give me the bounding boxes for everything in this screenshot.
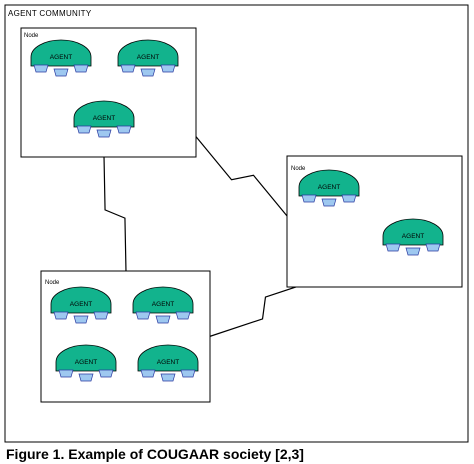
plugin-block bbox=[341, 194, 357, 203]
plugin-block bbox=[160, 373, 176, 382]
plugin-block bbox=[135, 311, 151, 320]
agent-1: AGENT bbox=[298, 169, 360, 207]
agent-label: AGENT bbox=[50, 54, 72, 61]
agent-2: AGENT bbox=[117, 39, 179, 77]
link-bolt bbox=[103, 155, 127, 273]
plugin-block bbox=[53, 68, 69, 77]
plugin-block bbox=[160, 64, 176, 73]
agent-body bbox=[30, 39, 92, 67]
plugin-block bbox=[180, 369, 196, 378]
agent-3: AGENT bbox=[55, 344, 117, 382]
plugin-block bbox=[33, 64, 49, 73]
plugin-block bbox=[73, 315, 89, 324]
plugin-block bbox=[98, 369, 114, 378]
agent-label: AGENT bbox=[402, 233, 424, 240]
agent-body bbox=[117, 39, 179, 67]
agent-4: AGENT bbox=[137, 344, 199, 382]
node-label: Node bbox=[291, 166, 306, 172]
plugin-block bbox=[175, 311, 191, 320]
agent-body bbox=[298, 169, 360, 197]
figure-caption: Figure 1. Example of COUGAAR society [2,… bbox=[6, 446, 304, 462]
agent-label: AGENT bbox=[318, 184, 340, 191]
agent-label: AGENT bbox=[93, 115, 115, 122]
plugin-block bbox=[93, 311, 109, 320]
agent-1: AGENT bbox=[30, 39, 92, 77]
node-box-3: Node AGENT AGENT AGENT AGENT bbox=[40, 270, 211, 403]
plugin-block bbox=[96, 129, 112, 138]
plugin-block bbox=[155, 315, 171, 324]
plugin-block bbox=[405, 247, 421, 256]
agent-label: AGENT bbox=[152, 301, 174, 308]
plugin-block bbox=[116, 125, 132, 134]
plugin-block bbox=[53, 311, 69, 320]
community-title: AGENT COMMUNITY bbox=[8, 9, 92, 18]
plugin-block bbox=[58, 369, 74, 378]
agent-2: AGENT bbox=[382, 218, 444, 256]
plugin-block bbox=[140, 369, 156, 378]
agent-1: AGENT bbox=[50, 286, 112, 324]
plugin-block bbox=[73, 64, 89, 73]
plugin-block bbox=[76, 125, 92, 134]
agent-3: AGENT bbox=[73, 100, 135, 138]
agent-label: AGENT bbox=[137, 54, 159, 61]
plugin-block bbox=[140, 68, 156, 77]
agent-body bbox=[73, 100, 135, 128]
node-box-1: Node AGENT AGENT AGENT bbox=[20, 27, 197, 158]
plugin-block bbox=[425, 243, 441, 252]
plugin-block bbox=[321, 198, 337, 207]
link-bolt bbox=[192, 132, 293, 223]
agent-2: AGENT bbox=[132, 286, 194, 324]
link-bolt bbox=[207, 278, 321, 338]
plugin-block bbox=[120, 64, 136, 73]
agent-body bbox=[50, 286, 112, 314]
agent-body bbox=[132, 286, 194, 314]
agent-label: AGENT bbox=[70, 301, 92, 308]
agent-body bbox=[137, 344, 199, 372]
plugin-block bbox=[301, 194, 317, 203]
node-label: Node bbox=[24, 33, 39, 39]
node-box-2: Node AGENT AGENT bbox=[286, 155, 463, 288]
plugin-block bbox=[385, 243, 401, 252]
plugin-block bbox=[78, 373, 94, 382]
agent-body bbox=[382, 218, 444, 246]
agent-label: AGENT bbox=[157, 359, 179, 366]
node-label: Node bbox=[45, 280, 60, 286]
agent-body bbox=[55, 344, 117, 372]
node-links bbox=[103, 132, 321, 338]
agent-label: AGENT bbox=[75, 359, 97, 366]
